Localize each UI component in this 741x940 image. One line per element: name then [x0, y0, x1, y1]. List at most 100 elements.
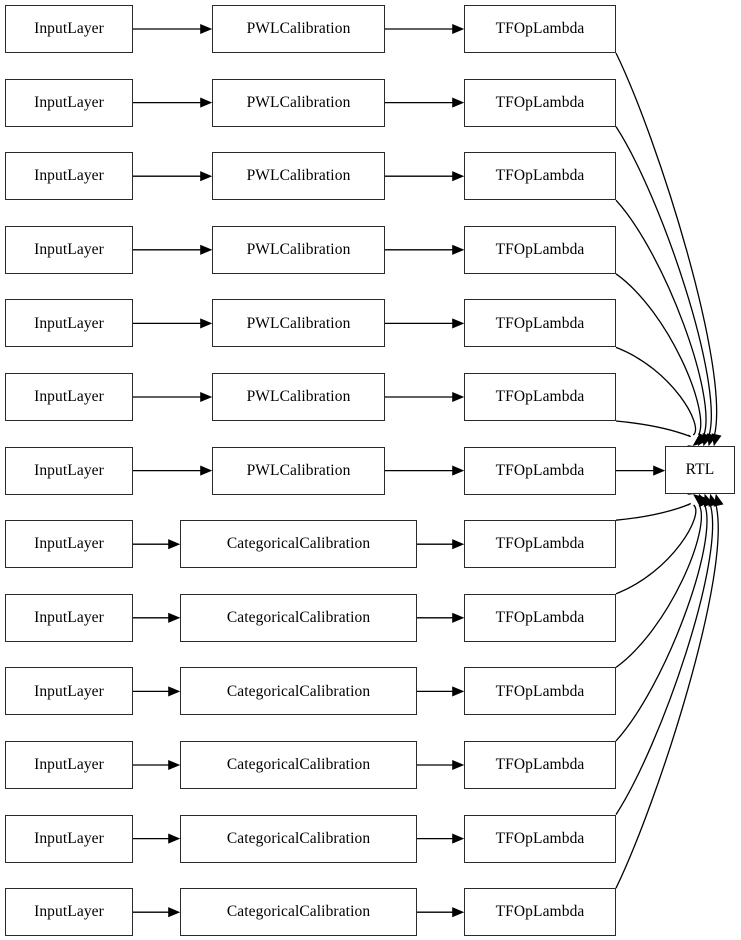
- node-categorical-calibration-label: CategoricalCalibration: [226, 903, 371, 921]
- node-input-layer-label: InputLayer: [34, 461, 104, 479]
- node-tfoplambda-label: TFOpLambda: [495, 93, 585, 111]
- node-input-layer[interactable]: InputLayer: [5, 520, 133, 569]
- node-categorical-calibration[interactable]: CategoricalCalibration: [180, 520, 417, 569]
- node-pwl-calibration-label: PWLCalibration: [246, 167, 351, 185]
- node-tfoplambda-label: TFOpLambda: [495, 461, 585, 479]
- node-tfoplambda[interactable]: TFOpLambda: [464, 593, 616, 642]
- node-tfoplambda[interactable]: TFOpLambda: [464, 741, 616, 789]
- node-tfoplambda[interactable]: TFOpLambda: [464, 888, 616, 937]
- node-input-layer[interactable]: InputLayer: [5, 741, 133, 789]
- arrowhead-input-to-calibration: [200, 318, 213, 329]
- node-pwl-calibration[interactable]: PWLCalibration: [212, 5, 385, 53]
- node-pwl-calibration-label: PWLCalibration: [246, 20, 351, 38]
- node-tfoplambda-label: TFOpLambda: [495, 314, 585, 332]
- node-categorical-calibration-label: CategoricalCalibration: [226, 682, 371, 700]
- arrowhead-input-to-calibration: [168, 612, 181, 623]
- arrowhead-input-to-calibration: [168, 759, 181, 771]
- node-tfoplambda[interactable]: TFOpLambda: [464, 446, 616, 495]
- node-pwl-calibration[interactable]: PWLCalibration: [212, 446, 385, 495]
- node-input-layer-label: InputLayer: [34, 682, 104, 700]
- arrowhead-calibration-to-tfoplambda: [452, 465, 465, 476]
- arrowhead-calibration-to-tfoplambda: [452, 686, 465, 697]
- node-input-layer-label: InputLayer: [34, 535, 104, 553]
- node-input-layer-label: InputLayer: [34, 167, 104, 185]
- node-tfoplambda[interactable]: TFOpLambda: [464, 667, 616, 716]
- node-pwl-calibration[interactable]: PWLCalibration: [212, 299, 385, 348]
- arrowhead-calibration-to-tfoplambda: [452, 391, 465, 403]
- arrowhead-calibration-to-tfoplambda: [452, 907, 465, 918]
- edge-tfoplambda-to-rtl: [615, 504, 702, 668]
- node-tfoplambda-label: TFOpLambda: [495, 682, 585, 700]
- edge-tfoplambda-to-rtl: [615, 273, 702, 436]
- arrowhead-input-to-calibration: [168, 833, 181, 844]
- node-rtl-label: RTL: [685, 461, 715, 479]
- node-categorical-calibration-label: CategoricalCalibration: [226, 756, 371, 774]
- node-input-layer[interactable]: InputLayer: [5, 5, 133, 53]
- node-input-layer[interactable]: InputLayer: [5, 373, 133, 421]
- arrowhead-input-to-calibration: [200, 171, 213, 182]
- node-tfoplambda[interactable]: TFOpLambda: [464, 373, 616, 421]
- edge-tfoplambda-to-rtl: [615, 503, 691, 521]
- arrowhead-input-to-calibration: [200, 465, 213, 476]
- node-input-layer[interactable]: InputLayer: [5, 593, 133, 642]
- arrowhead-input-to-calibration: [200, 391, 213, 403]
- edge-tfoplambda-to-rtl: [615, 504, 697, 595]
- node-input-layer-label: InputLayer: [34, 609, 104, 627]
- edge-tfoplambda-to-rtl: [615, 420, 691, 438]
- arrowhead-calibration-to-tfoplambda: [452, 23, 465, 35]
- node-input-layer-label: InputLayer: [34, 756, 104, 774]
- arrowhead-tfoplambda-to-rtl: [713, 493, 724, 507]
- node-pwl-calibration-label: PWLCalibration: [246, 388, 351, 406]
- node-rtl[interactable]: RTL: [665, 446, 735, 494]
- node-input-layer[interactable]: InputLayer: [5, 446, 133, 495]
- node-tfoplambda[interactable]: TFOpLambda: [464, 520, 616, 569]
- node-tfoplambda[interactable]: TFOpLambda: [464, 299, 616, 348]
- node-input-layer[interactable]: InputLayer: [5, 78, 133, 127]
- node-pwl-calibration-label: PWLCalibration: [246, 461, 351, 479]
- node-input-layer-label: InputLayer: [34, 829, 104, 847]
- node-input-layer[interactable]: InputLayer: [5, 667, 133, 716]
- node-pwl-calibration[interactable]: PWLCalibration: [212, 373, 385, 421]
- arrowhead-input-to-calibration: [168, 539, 181, 550]
- arrowhead-tfoplambda-to-rtl: [702, 433, 713, 447]
- node-input-layer[interactable]: InputLayer: [5, 814, 133, 863]
- node-pwl-calibration-label: PWLCalibration: [246, 241, 351, 259]
- node-input-layer-label: InputLayer: [34, 314, 104, 332]
- arrowhead-input-to-calibration: [168, 686, 181, 697]
- node-categorical-calibration[interactable]: CategoricalCalibration: [180, 593, 417, 642]
- node-pwl-calibration[interactable]: PWLCalibration: [212, 78, 385, 127]
- node-categorical-calibration[interactable]: CategoricalCalibration: [180, 667, 417, 716]
- node-tfoplambda[interactable]: TFOpLambda: [464, 225, 616, 274]
- node-tfoplambda[interactable]: TFOpLambda: [464, 78, 616, 127]
- node-tfoplambda-label: TFOpLambda: [495, 167, 585, 185]
- node-categorical-calibration[interactable]: CategoricalCalibration: [180, 814, 417, 863]
- node-tfoplambda[interactable]: TFOpLambda: [464, 814, 616, 863]
- node-tfoplambda-label: TFOpLambda: [495, 388, 585, 406]
- arrowhead-tfoplambda-to-rtl: [703, 493, 714, 507]
- arrowhead-input-to-calibration: [200, 23, 213, 35]
- node-tfoplambda-label: TFOpLambda: [495, 535, 585, 553]
- node-pwl-calibration[interactable]: PWLCalibration: [212, 225, 385, 274]
- node-categorical-calibration[interactable]: CategoricalCalibration: [180, 741, 417, 789]
- arrowhead-input-to-calibration: [168, 907, 181, 918]
- node-input-layer[interactable]: InputLayer: [5, 299, 133, 348]
- arrowhead-calibration-to-tfoplambda: [452, 759, 465, 771]
- arrowhead-tfoplambda-to-rtl: [653, 465, 666, 476]
- node-input-layer[interactable]: InputLayer: [5, 888, 133, 937]
- node-input-layer[interactable]: InputLayer: [5, 225, 133, 274]
- arrowhead-calibration-to-tfoplambda: [452, 833, 465, 844]
- node-input-layer[interactable]: InputLayer: [5, 152, 133, 201]
- arrowhead-calibration-to-tfoplambda: [452, 539, 465, 550]
- node-tfoplambda[interactable]: TFOpLambda: [464, 5, 616, 53]
- arrowhead-tfoplambda-to-rtl: [708, 493, 719, 507]
- node-input-layer-label: InputLayer: [34, 903, 104, 921]
- edge-tfoplambda-to-rtl: [615, 504, 719, 889]
- arrowhead-input-to-calibration: [200, 244, 213, 255]
- node-pwl-calibration[interactable]: PWLCalibration: [212, 152, 385, 201]
- node-input-layer-label: InputLayer: [34, 93, 104, 111]
- arrowhead-calibration-to-tfoplambda: [452, 318, 465, 329]
- node-tfoplambda-label: TFOpLambda: [495, 903, 585, 921]
- node-tfoplambda[interactable]: TFOpLambda: [464, 152, 616, 201]
- node-categorical-calibration[interactable]: CategoricalCalibration: [180, 888, 417, 937]
